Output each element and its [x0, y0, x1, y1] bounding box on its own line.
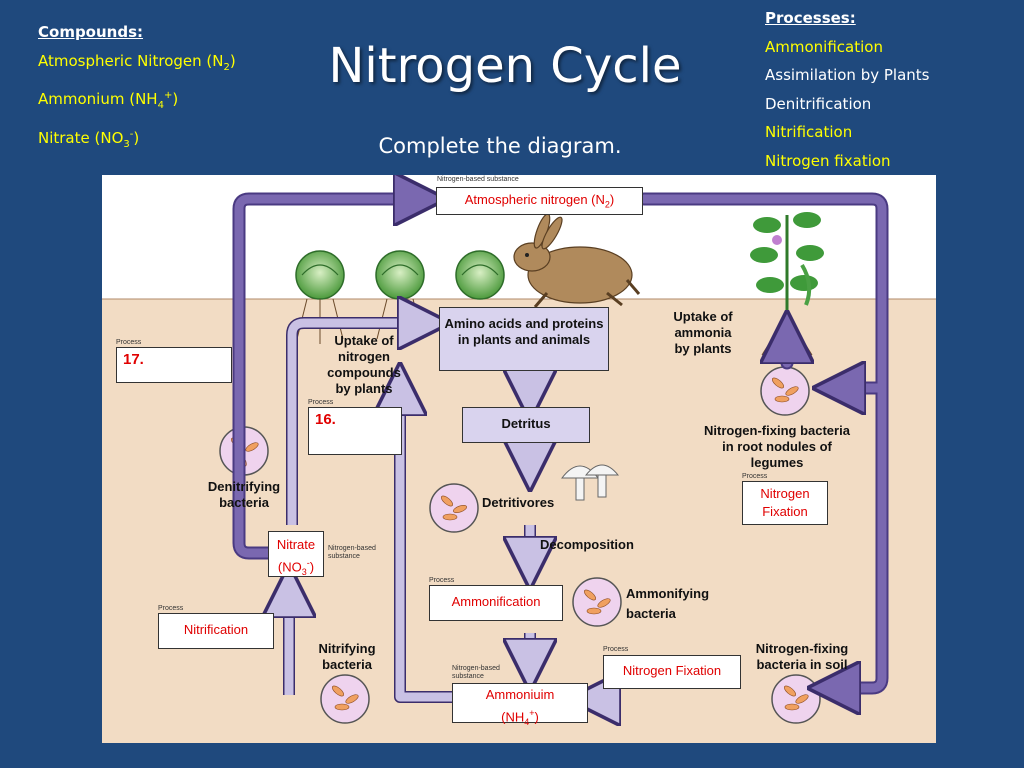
compounds-legend: Compounds: Atmospheric Nitrogen (N2) Amm…: [38, 18, 236, 159]
uptake-ammonia-label: Uptake of ammonia by plants: [673, 309, 733, 356]
processes-legend: Processes: Ammonification Assimilation b…: [765, 4, 929, 175]
slide-subtitle: Complete the diagram.: [378, 134, 622, 158]
compound-item-ammonium: Ammonium (NH4+): [38, 90, 179, 111]
mushroom-icon: [560, 464, 620, 501]
amino-acids-box: Amino acids and proteins in plants and a…: [439, 307, 609, 371]
processes-heading: Processes:: [765, 9, 856, 27]
rabbit-icon: [513, 213, 641, 308]
detritus-box: Detritus: [462, 407, 590, 443]
process-label-fixation-root: Process: [742, 473, 768, 480]
denitrifying-bacteria-label: Denitrifying bacteria: [207, 479, 281, 510]
process-item-nitrification: Nitrification: [765, 123, 853, 141]
ammonification-box: Ammonification: [429, 585, 563, 621]
process-label-17: Process: [116, 339, 142, 346]
ammonifying-bacteria-label: Ammonifying bacteria: [626, 586, 710, 621]
root-nodule-bacteria-icon: [760, 366, 810, 416]
nitrogen-fixing-root-label: Nitrogen-fixing bacteria in root nodules…: [704, 423, 850, 470]
process-item-nitrogen-fixation: Nitrogen fixation: [765, 151, 891, 170]
nitrifying-bacteria-label: Nitrifying bacteria: [318, 641, 376, 672]
blank-box-16[interactable]: 16.: [308, 407, 402, 455]
process-label-16: Process: [308, 399, 334, 406]
process-label-ammonification: Process: [429, 577, 455, 584]
nitrogen-cycle-diagram: Nitrogen-based substance Atmospheric nit…: [102, 175, 936, 743]
soil-nitrogen-fixing-bacteria-icon: [771, 674, 821, 724]
compound-item-atmospheric-nitrogen: Atmospheric Nitrogen (N2): [38, 51, 236, 73]
uptake-nitrogen-label: Uptake of nitrogen compounds by plants: [327, 333, 401, 396]
detritivore-bacteria-icon: [429, 483, 479, 533]
process-label-fixation-soil: Process: [603, 646, 629, 653]
slide-title: Nitrogen Cycle: [328, 38, 682, 94]
ammonium-box: Ammoniuim(NH4+): [452, 683, 588, 727]
nitrification-box: Nitrification: [158, 613, 274, 649]
compound-item-nitrate: Nitrate (NO3-): [38, 128, 140, 150]
process-item-ammonification: Ammonification: [765, 37, 883, 56]
cabbage-icon: [295, 250, 505, 344]
ammonifying-bacteria-icon: [572, 577, 622, 627]
nitrogen-based-substance-label-nitrate: Nitrogen-based substance: [328, 545, 376, 560]
compounds-heading: Compounds:: [38, 23, 144, 41]
blank-number-17: 17.: [123, 351, 144, 368]
nitrogen-fixation-root-box: Nitrogen Fixation: [742, 481, 828, 525]
decomposition-label: Decomposition: [540, 537, 634, 552]
nitrogen-fixing-soil-label: Nitrogen-fixing bacteria in soil: [755, 641, 849, 672]
legume-plant-icon: [750, 212, 824, 360]
nitrogen-based-substance-label-ammonium: Nitrogen-based substance: [452, 665, 500, 680]
process-item-denitrification: Denitrification: [765, 94, 872, 113]
nitrate-box: Nitrate(NO3-): [268, 531, 324, 577]
detritivores-label: Detritivores: [482, 495, 555, 510]
process-label-nitrification: Process: [158, 605, 184, 612]
blank-number-16: 16.: [315, 411, 336, 428]
blank-box-17[interactable]: 17.: [116, 347, 232, 383]
atmospheric-nitrogen-box: Atmospheric nitrogen (N2): [436, 187, 643, 215]
nitrogen-based-substance-label-top: Nitrogen-based substance: [437, 176, 519, 183]
nitrifying-bacteria-icon: [320, 674, 370, 724]
process-item-assimilation: Assimilation by Plants: [765, 66, 930, 84]
nitrogen-fixation-soil-box: Nitrogen Fixation: [603, 655, 741, 689]
